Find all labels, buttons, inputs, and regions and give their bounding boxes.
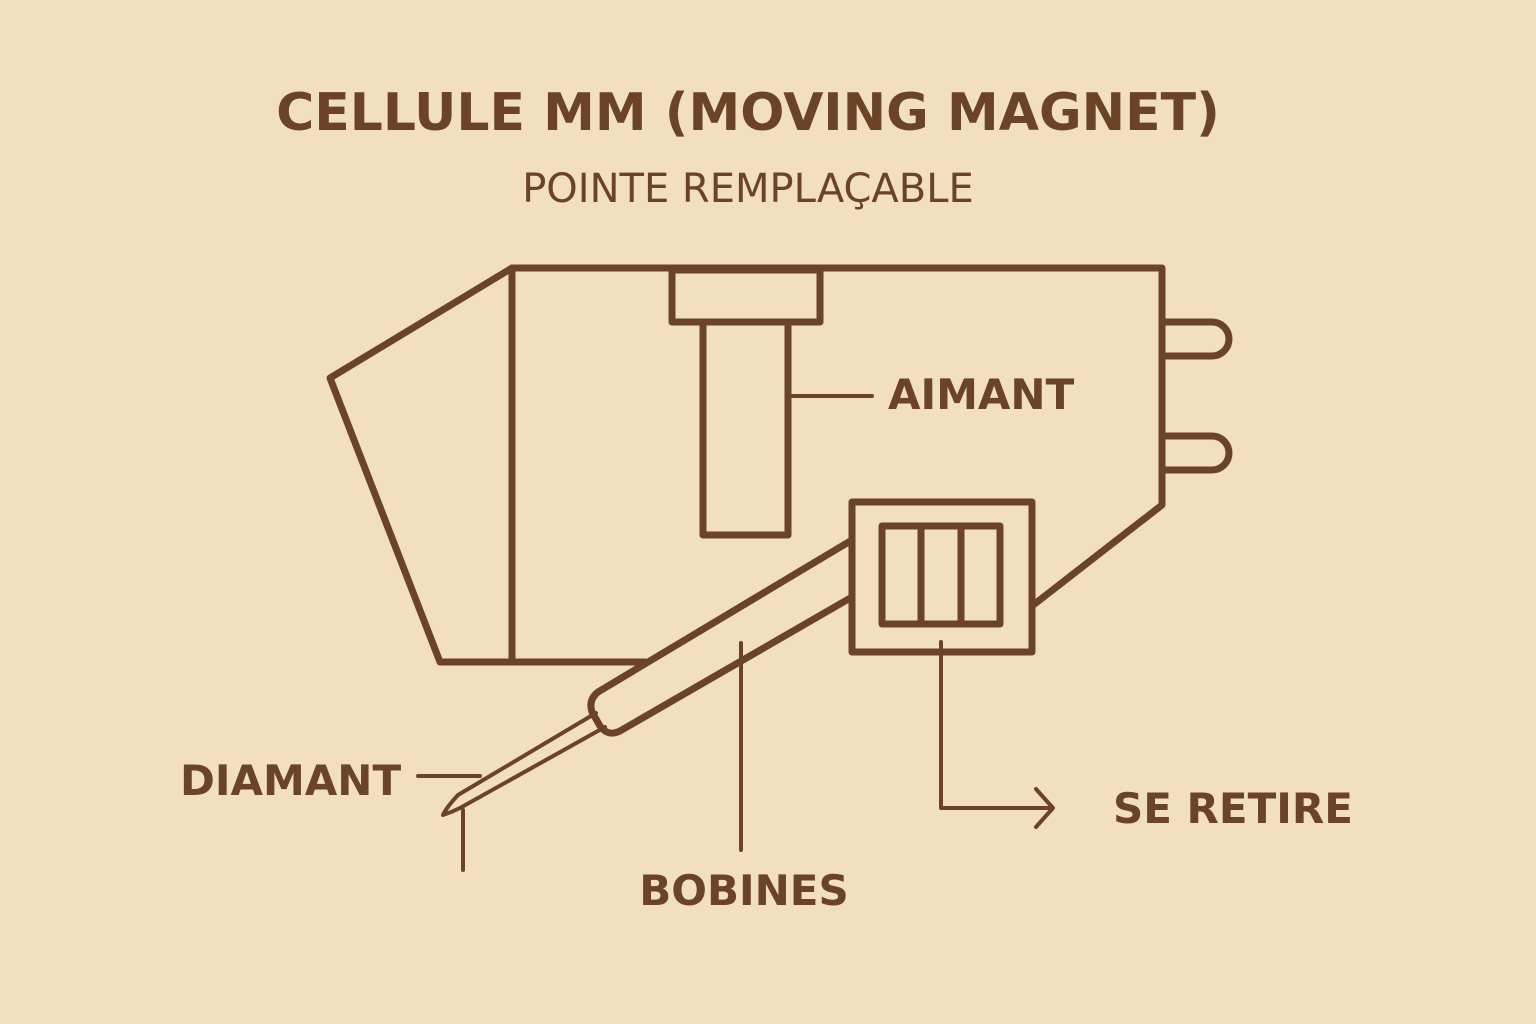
- pin-bottom: [1158, 432, 1233, 474]
- pin-top: [1158, 318, 1233, 360]
- label-coils: BOBINES: [639, 866, 848, 915]
- cantilever-tube: [587, 536, 856, 737]
- label-magnet: AIMANT: [888, 370, 1075, 419]
- cartridge-body: [326, 264, 1166, 666]
- coils: [878, 522, 1004, 628]
- magnet-bracket: [668, 266, 824, 326]
- magnet-bar: [699, 318, 792, 539]
- magnet: [668, 266, 874, 539]
- label-removable: SE RETIRE: [1113, 784, 1353, 833]
- label-diamond: DIAMANT: [180, 756, 401, 805]
- cantilever: [416, 536, 856, 872]
- arrow-head-icon: [1034, 787, 1055, 829]
- title: CELLULE MM (MOVING MAGNET): [276, 83, 1220, 143]
- removal-arrow: [939, 640, 1055, 829]
- subtitle: POINTE REMPLAÇABLE: [522, 166, 974, 212]
- coil-box: [848, 498, 1036, 656]
- stylus-needle: [441, 711, 607, 817]
- arrow-line: [939, 640, 1054, 810]
- output-pins: [1158, 318, 1233, 474]
